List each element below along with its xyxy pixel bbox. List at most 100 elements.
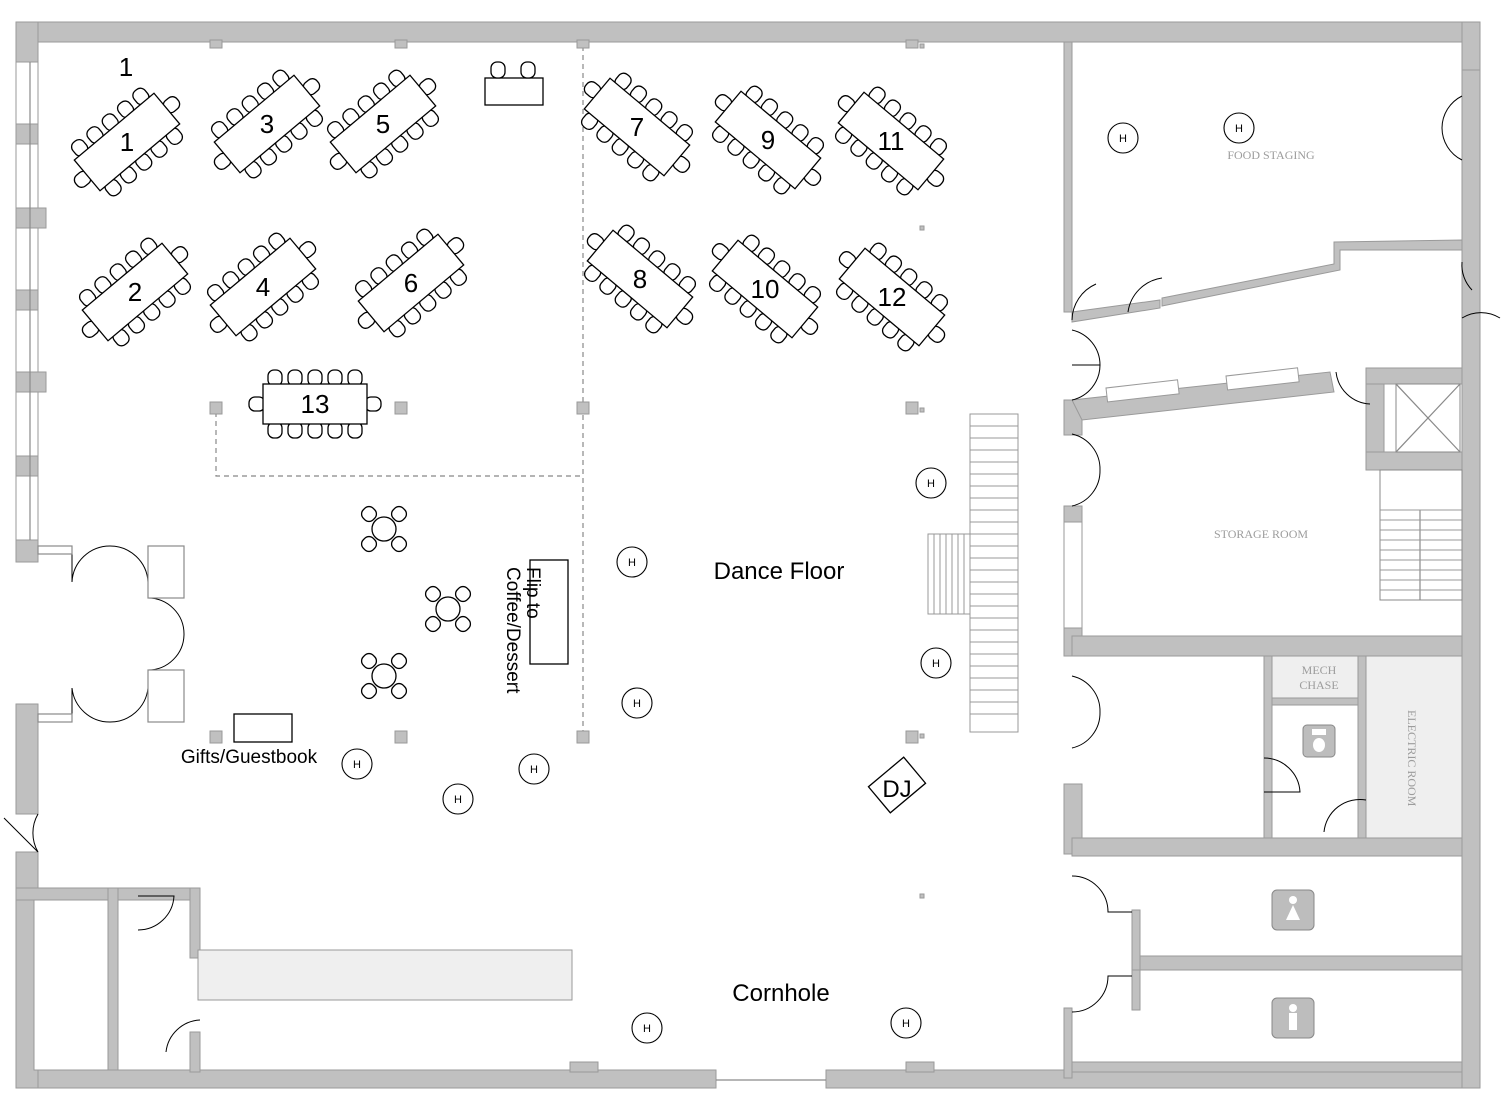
table-number: 1: [120, 127, 134, 157]
table-top: [583, 77, 691, 177]
chair-icon: [360, 505, 378, 523]
table-number: 11: [878, 126, 905, 156]
cocktail-tables: [360, 505, 472, 700]
table-top: [837, 91, 945, 191]
heater-label: H: [927, 478, 935, 490]
chair-icon: [424, 585, 442, 603]
chair-icon: [454, 585, 472, 603]
cocktail-table-top: [371, 663, 397, 689]
chair-icon: [360, 682, 378, 700]
table-top: [711, 239, 819, 339]
table-number: 13: [301, 389, 330, 419]
heater-label: H: [454, 794, 462, 806]
heater-label: H: [628, 557, 636, 569]
food-staging-label: FOOD STAGING: [1227, 148, 1315, 162]
cocktail-table: [424, 585, 472, 633]
table-number: 5: [376, 109, 390, 139]
storage-stairs: [1379, 469, 1463, 601]
dj-label: DJ: [882, 776, 911, 803]
table-top: [329, 74, 437, 174]
women-restroom-icon: [1271, 889, 1315, 931]
heater-icon: H: [518, 753, 550, 785]
table-top: [81, 242, 189, 342]
heater-label: H: [1235, 123, 1243, 135]
cocktail-table-top: [435, 596, 461, 622]
corner-number: 1: [119, 52, 133, 82]
heater-label: H: [353, 759, 361, 771]
chair-icon: [390, 652, 408, 670]
chair-icon: [454, 615, 472, 633]
buffet-table: [484, 61, 544, 106]
chair-icon: [390, 682, 408, 700]
table-top: [209, 237, 317, 337]
cocktail-table: [360, 505, 408, 553]
banquet-table-11: 11: [834, 86, 948, 196]
coffee-label-line1: Flip to: [522, 567, 543, 619]
banquet-table-9: 9: [711, 85, 825, 195]
chair-icon: [390, 505, 408, 523]
table-number: 8: [633, 264, 647, 294]
service-rooms: [15, 887, 573, 1073]
heater-icon: H: [621, 687, 653, 719]
table-top: [213, 74, 321, 174]
heater-label: H: [530, 764, 538, 776]
cocktail-table: [360, 652, 408, 700]
chair-icon: [360, 535, 378, 553]
heater-icon: H: [1223, 112, 1255, 144]
heater-label: H: [643, 1023, 651, 1035]
table-number: 4: [256, 272, 270, 302]
heater-label: H: [1119, 133, 1127, 145]
banquet-table-6: 6: [354, 228, 468, 338]
banquet-table-3: 3: [210, 69, 324, 179]
exterior-walls: [15, 21, 1481, 1089]
table-number: 10: [751, 274, 780, 304]
doors: [3, 95, 1501, 1081]
cornhole-label: Cornhole: [732, 980, 829, 1007]
heater-icon: H: [890, 1007, 922, 1039]
banquet-table-8: 8: [583, 224, 697, 334]
mech-chase-label-1: MECH: [1302, 663, 1337, 677]
banquet-table-5: 5: [326, 69, 440, 179]
table-number: 9: [761, 125, 775, 155]
banquet-table-2: 2: [78, 237, 192, 347]
cocktail-table-top: [371, 516, 397, 542]
heater-icon: H: [341, 748, 373, 780]
electric-room-label: ELECTRIC ROOM: [1405, 710, 1419, 807]
table-number: 6: [404, 268, 418, 298]
table-top: [357, 233, 465, 333]
gifts-table: [233, 713, 293, 743]
table-top: [586, 229, 694, 329]
chair-icon: [360, 652, 378, 670]
table-top: [838, 247, 946, 347]
heater-icon: H: [616, 546, 648, 578]
heater-icon: H: [915, 467, 947, 499]
dance-floor-label: Dance Floor: [714, 558, 845, 585]
labels: 1 Dance Floor Cornhole Gifts/Guestbook D…: [119, 52, 1419, 1007]
heater-icon: H: [631, 1012, 663, 1044]
banquet-table-7: 7: [580, 72, 694, 182]
banquet-table-4: 4: [206, 232, 320, 342]
table-number: 3: [260, 109, 274, 139]
table-top: [714, 90, 822, 190]
heater-label: H: [633, 698, 641, 710]
banquet-table-13: 13: [248, 369, 382, 439]
table-number: 2: [128, 277, 142, 307]
interior-walls: [1063, 41, 1463, 1079]
restroom-icons: [1271, 724, 1336, 1039]
coffee-label-line2: Coffee/Dessert: [502, 567, 523, 694]
banquet-table-12: 12: [835, 242, 949, 352]
zone-dividers: [209, 39, 935, 1073]
table-top: [73, 92, 181, 192]
chair-icon: [424, 615, 442, 633]
banquet-table-10: 10: [708, 234, 822, 344]
coffee-dessert-table: [529, 559, 569, 665]
gifts-guestbook-label: Gifts/Guestbook: [181, 747, 318, 768]
dj-booth: [867, 756, 927, 814]
mech-chase-label-2: CHASE: [1299, 678, 1338, 692]
heater-label: H: [902, 1018, 910, 1030]
table-top: [262, 383, 368, 425]
table-number: 7: [630, 112, 644, 142]
